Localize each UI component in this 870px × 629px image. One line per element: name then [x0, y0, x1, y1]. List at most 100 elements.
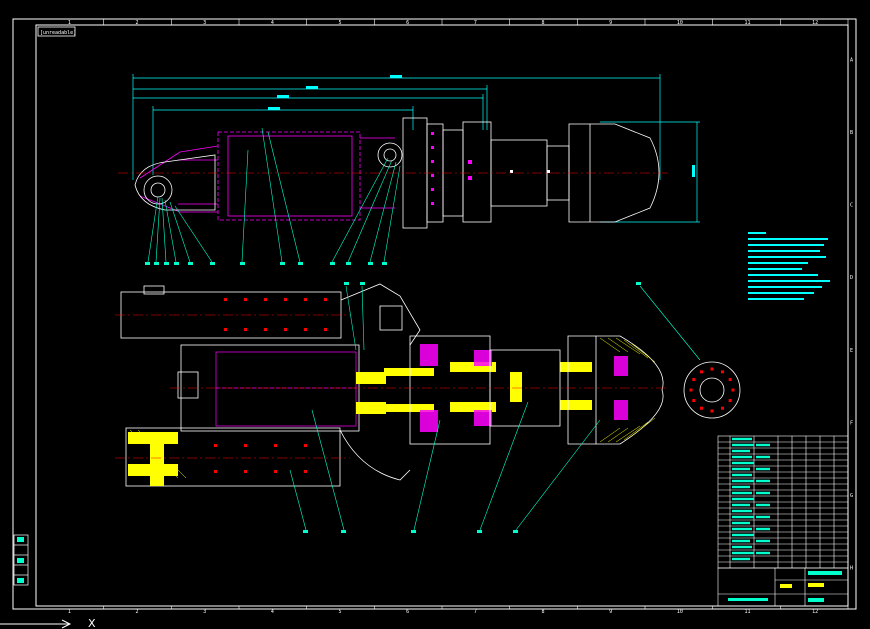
parts-row-mark — [732, 473, 752, 477]
flange-detail-view — [683, 361, 741, 419]
parts-row-mark — [732, 467, 750, 471]
parts-row-mark — [732, 545, 752, 549]
parts-row-mark — [756, 455, 770, 459]
column-number: 2 — [136, 20, 139, 26]
top-view-flange-bolts — [431, 132, 550, 205]
row-letter: H — [850, 566, 853, 572]
left-margin-block — [13, 534, 29, 586]
frame-stamp: [unreadable] — [40, 30, 76, 36]
parts-row-mark — [732, 509, 752, 513]
flange-bolt-hole — [710, 367, 714, 371]
top-view-dim-text — [268, 75, 695, 177]
section-view-hatch-yellow — [128, 362, 592, 486]
parts-row-mark — [756, 443, 770, 447]
parts-row-mark — [732, 515, 754, 519]
ucs-x-label: X — [88, 617, 96, 629]
top-view-cylinder — [139, 131, 395, 221]
flange-bolt-hole — [728, 378, 732, 381]
flange-bolt-hole — [731, 388, 735, 392]
flange-bolt-hole — [689, 388, 693, 392]
column-number: 11 — [745, 609, 751, 615]
parts-row-mark — [756, 479, 770, 483]
title-block-marks — [728, 571, 842, 602]
note-line-mark — [748, 268, 802, 270]
column-number: 2 — [136, 609, 139, 615]
flange-detail-bolts — [689, 367, 735, 413]
note-line-mark — [748, 286, 822, 288]
column-number: 9 — [609, 20, 612, 26]
column-number: 5 — [339, 20, 342, 26]
column-number: 3 — [203, 609, 206, 615]
note-line-mark — [748, 250, 820, 252]
section-view-hatch-magenta — [420, 344, 628, 432]
note-line-mark — [748, 280, 830, 282]
parts-row-mark — [732, 503, 750, 507]
flange-bolt-hole — [728, 399, 732, 402]
flange-bolt-hole — [700, 406, 703, 410]
flange-bolt-hole — [710, 409, 714, 413]
flange-bolt-hole — [692, 378, 696, 381]
row-letter: B — [850, 130, 853, 136]
section-view-nose-hatch — [129, 337, 656, 479]
parts-row-mark — [756, 515, 770, 519]
parts-row-mark — [756, 503, 770, 507]
section-view-outline — [120, 283, 421, 487]
column-number: 11 — [745, 20, 751, 26]
parts-row-mark — [732, 437, 752, 441]
note-line-mark — [748, 274, 818, 276]
parts-row-mark — [756, 467, 770, 471]
row-letter: E — [850, 348, 853, 354]
section-view-leaders — [289, 285, 701, 531]
technical-notes-block — [748, 232, 844, 304]
note-line-mark — [748, 298, 804, 300]
parts-row-mark — [732, 479, 754, 483]
parts-row-mark — [732, 557, 750, 561]
column-number: 1 — [68, 20, 71, 26]
row-letter: D — [850, 275, 853, 281]
flange-bolt-hole — [721, 370, 724, 374]
column-number: 3 — [203, 20, 206, 26]
frame-stamp-box — [37, 26, 76, 37]
column-number: 9 — [609, 609, 612, 615]
top-view-callout-numbers — [145, 262, 387, 265]
column-number: 7 — [474, 609, 477, 615]
column-number: 7 — [474, 20, 477, 26]
parts-row-mark — [732, 455, 752, 459]
top-view-leaders — [147, 127, 401, 263]
note-line-mark — [748, 244, 824, 246]
flange-bolt-hole — [692, 399, 696, 402]
column-number: 4 — [271, 20, 274, 26]
parts-list-text-marks — [732, 437, 770, 561]
column-number: 4 — [271, 609, 274, 615]
parts-row-mark — [732, 443, 754, 447]
inner-border — [35, 24, 849, 607]
parts-row-mark — [756, 527, 770, 531]
row-letter: A — [850, 57, 853, 63]
notes-marks — [748, 232, 844, 304]
flange-bolt-hole — [721, 406, 724, 410]
parts-row-mark — [756, 551, 770, 555]
column-number: 10 — [677, 609, 683, 615]
column-number: 8 — [542, 609, 545, 615]
parts-row-mark — [732, 485, 750, 489]
ucs-axis-icon — [0, 619, 72, 629]
parts-row-mark — [732, 449, 750, 453]
column-number: 1 — [68, 609, 71, 615]
parts-row-mark — [732, 539, 750, 543]
note-line-mark — [748, 232, 766, 234]
parts-row-mark — [732, 521, 750, 525]
parts-row-mark — [732, 461, 754, 465]
row-letter: G — [850, 493, 853, 499]
flange-bolt-hole — [700, 370, 703, 374]
section-view-callout-numbers — [303, 282, 641, 533]
parts-row-mark — [732, 533, 754, 537]
parts-row-mark — [732, 551, 754, 555]
parts-list-table — [717, 435, 849, 607]
parts-row-mark — [732, 527, 752, 531]
outer-border — [12, 18, 857, 610]
column-number: 12 — [812, 609, 818, 615]
